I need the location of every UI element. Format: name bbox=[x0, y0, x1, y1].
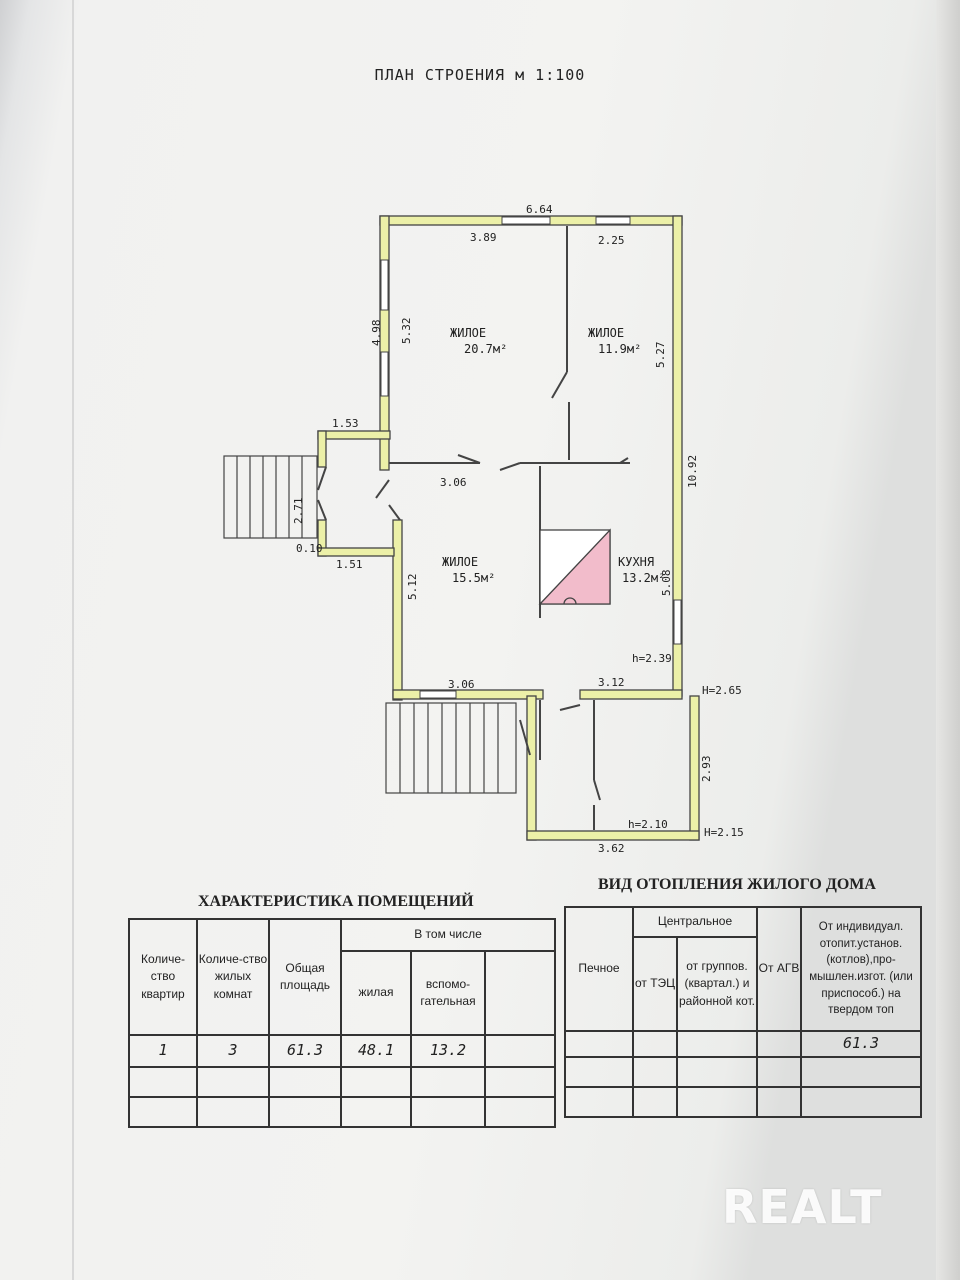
header-auxiliary-area: вспомо-гательная bbox=[410, 950, 486, 1036]
dim-kitchen-side: 5.08 bbox=[660, 570, 673, 597]
room-label-kitchen: КУХНЯ bbox=[618, 555, 654, 569]
header-agv: От АГВ bbox=[756, 906, 802, 1032]
dim-lower-left-bottom: 3.06 bbox=[448, 678, 475, 691]
room-label-living-1: ЖИЛОЕ bbox=[450, 326, 486, 340]
header-apartments: Количе-ство квартир bbox=[128, 918, 198, 1036]
stairs-bottom bbox=[385, 702, 517, 794]
dim-top-right: 2.25 bbox=[598, 234, 625, 247]
dim-porch-top: 1.53 bbox=[332, 417, 359, 430]
header-total-area: Общая площадь bbox=[268, 918, 342, 1036]
height-annex-outer: H=2.15 bbox=[704, 826, 744, 839]
dim-top-total: 6.64 bbox=[526, 203, 553, 216]
height-kitchen: h=2.39 bbox=[632, 652, 672, 665]
height-annex-inner: h=2.10 bbox=[628, 818, 668, 831]
dim-porch-bottom: 1.51 bbox=[336, 558, 363, 571]
heating-table: Печное Центральное От АГВ От индивидуал.… bbox=[564, 906, 922, 1118]
floor-plan: ЖИЛОЕ 20.7м² ЖИЛОЕ 11.9м² ЖИЛОЕ 15.5м² К… bbox=[223, 203, 744, 855]
dim-lower-left: 5.12 bbox=[406, 574, 419, 601]
dim-left-outer: 4.98 bbox=[370, 320, 383, 347]
cell-living: 48.1 bbox=[340, 1034, 412, 1068]
cell-total: 61.3 bbox=[268, 1034, 342, 1068]
stairs-left bbox=[223, 455, 318, 539]
dim-top-left: 3.89 bbox=[470, 231, 497, 244]
page-edge bbox=[936, 0, 960, 1280]
cell-apartments: 1 bbox=[128, 1034, 198, 1068]
header-living-rooms: Количе-ство жилых комнат bbox=[196, 918, 270, 1036]
header-including: В том числе bbox=[340, 918, 556, 952]
dim-porch-side: 2.71 bbox=[292, 498, 305, 525]
dim-right-total: 10.92 bbox=[686, 455, 699, 488]
room-area-living-3: 15.5м² bbox=[452, 571, 495, 585]
cell-individual: 61.3 bbox=[800, 1030, 922, 1058]
characteristics-table: Количе-ство квартир Количе-ство жилых ко… bbox=[128, 918, 556, 1128]
windows bbox=[380, 216, 682, 699]
interior-walls bbox=[317, 226, 630, 830]
header-individual: От индивидуал. отопит.установ. (котлов),… bbox=[800, 906, 922, 1032]
heating-title: ВИД ОТОПЛЕНИЯ ЖИЛОГО ДОМА bbox=[598, 876, 876, 893]
dim-annex-side: 2.93 bbox=[700, 756, 713, 783]
header-living-area: жилая bbox=[340, 950, 412, 1036]
dim-right-room: 5.27 bbox=[654, 342, 667, 369]
room-area-living-2: 11.9м² bbox=[598, 342, 641, 356]
dim-left-inner: 5.32 bbox=[400, 318, 413, 345]
stove bbox=[538, 528, 611, 605]
room-label-living-3: ЖИЛОЕ bbox=[442, 555, 478, 569]
header-tec: от ТЭЦ bbox=[632, 936, 678, 1032]
dim-porch-step: 0.10 bbox=[296, 542, 323, 555]
characteristics-title: ХАРАКТЕРИСТИКА ПОМЕЩЕНИЙ bbox=[198, 893, 474, 910]
room-area-living-1: 20.7м² bbox=[464, 342, 507, 356]
realt-logo: REALT bbox=[722, 1180, 883, 1234]
height-main: H=2.65 bbox=[702, 684, 742, 697]
cell-rooms: 3 bbox=[196, 1034, 270, 1068]
walls bbox=[317, 215, 700, 841]
plan-title: ПЛАН СТРОЕНИЯ м 1:100 bbox=[374, 66, 586, 84]
dim-mid-left: 3.06 bbox=[440, 476, 467, 489]
room-label-living-2: ЖИЛОЕ bbox=[588, 326, 624, 340]
page-fold bbox=[72, 0, 74, 1280]
dim-lower-right-bottom: 3.12 bbox=[598, 676, 625, 689]
header-empty bbox=[484, 950, 556, 1036]
header-central: Центральное bbox=[632, 906, 758, 938]
cell-empty bbox=[484, 1034, 556, 1068]
cell-auxiliary: 13.2 bbox=[410, 1034, 486, 1068]
dim-annex-bottom: 3.62 bbox=[598, 842, 625, 855]
header-group: от группов. (квартал.) и районной кот. bbox=[676, 936, 758, 1032]
header-stove: Печное bbox=[564, 906, 634, 1032]
room-area-kitchen: 13.2м² bbox=[622, 571, 665, 585]
